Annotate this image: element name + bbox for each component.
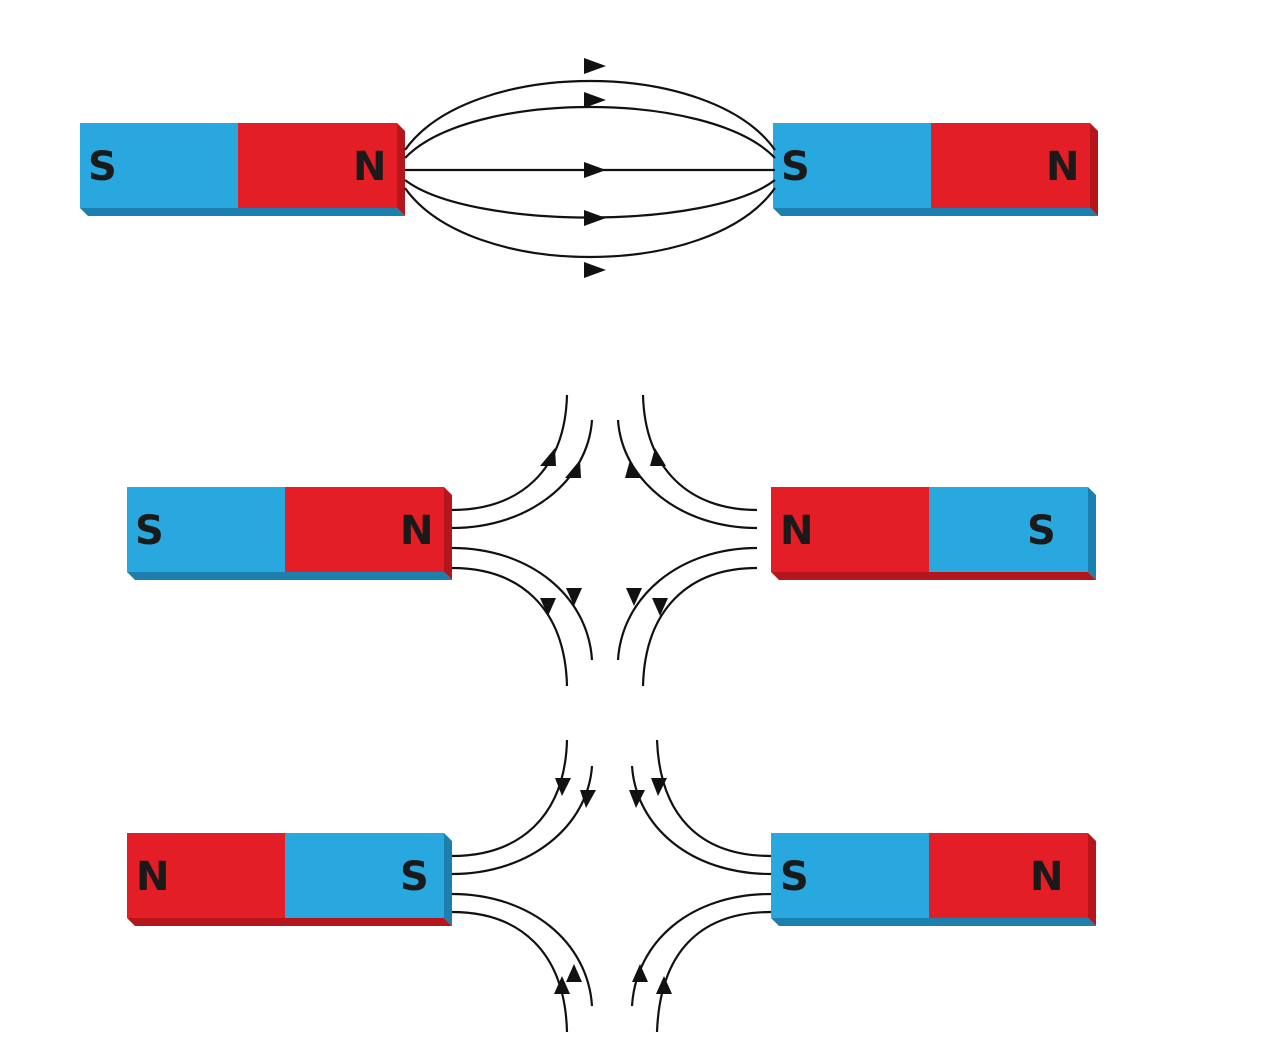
magnet-depth-right (444, 833, 452, 926)
arrow-right-icon (584, 210, 606, 226)
magnet-depth-bottom (771, 918, 1096, 926)
arrow-up-icon (566, 964, 582, 982)
magnet-south-half (127, 487, 285, 572)
field-line (404, 179, 776, 219)
field-line (404, 106, 776, 159)
field-line (451, 892, 594, 1007)
magnet-depth-right (1088, 487, 1096, 580)
field-line (616, 419, 758, 530)
south-pole-label: S (135, 508, 164, 554)
field-lines (451, 394, 758, 687)
bar-magnet-left: S N (127, 487, 452, 580)
field-line (641, 566, 758, 687)
magnet-north-half (771, 487, 929, 572)
bar-magnet-right: S N (771, 833, 1096, 926)
arrow-right-icon (584, 262, 606, 278)
magnet-north-half (127, 833, 285, 918)
magnet-depth-bottom (773, 208, 1098, 216)
bar-magnet-right: S N (773, 123, 1098, 216)
arrow-up-icon (540, 448, 556, 466)
field-line (451, 910, 569, 1033)
arrow-up-icon (656, 976, 672, 994)
magnet-depth-bottom (80, 208, 405, 216)
field-line (655, 739, 772, 858)
field-line (451, 394, 569, 512)
arrow-down-icon (626, 588, 642, 606)
field-line (451, 739, 569, 858)
magnet-depth-bottom (127, 572, 452, 580)
north-pole-label: N (400, 508, 433, 554)
magnet-depth-right (1088, 833, 1096, 926)
magnet-north-half (285, 487, 444, 572)
field-line (641, 394, 758, 512)
field-line (451, 566, 569, 687)
field-line (630, 765, 772, 876)
arrow-right-icon (584, 58, 606, 74)
north-pole-label: N (353, 144, 386, 190)
south-pole-label: S (781, 144, 810, 190)
north-pole-label: N (780, 508, 813, 554)
magnet-south-half (80, 123, 238, 208)
arrow-down-icon (540, 598, 556, 616)
field-line (451, 546, 594, 661)
north-pole-label: N (1030, 854, 1063, 900)
south-pole-label: S (88, 144, 117, 190)
north-pole-label: N (136, 854, 169, 900)
arrow-right-icon (584, 162, 606, 178)
arrow-down-icon (652, 598, 668, 616)
bar-magnet-right: N S (771, 487, 1096, 580)
magnet-south-half (929, 487, 1088, 572)
like-poles-south-row: N S S N (127, 739, 1096, 1033)
magnet-south-half (285, 833, 444, 918)
arrow-up-icon (554, 976, 570, 994)
arrow-down-icon (580, 790, 596, 808)
field-line (451, 765, 594, 876)
arrow-down-icon (555, 778, 571, 796)
magnet-north-half (929, 833, 1088, 918)
north-pole-label: N (1046, 144, 1079, 190)
field-lines (404, 58, 776, 278)
like-poles-north-row: S N N S (127, 394, 1096, 687)
arrow-down-icon (629, 790, 645, 808)
field-line (616, 546, 758, 661)
bar-magnet-left: S N (80, 123, 405, 216)
magnet-depth-right (1090, 123, 1098, 216)
magnet-south-half (773, 123, 931, 208)
arrow-up-icon (565, 460, 581, 478)
field-line (655, 910, 772, 1033)
south-pole-label: S (780, 854, 809, 900)
south-pole-label: S (400, 854, 429, 900)
arrow-up-icon (650, 448, 666, 466)
arrow-down-icon (566, 588, 582, 606)
field-line (404, 187, 776, 259)
magnet-north-half (931, 123, 1090, 208)
field-lines (451, 739, 772, 1033)
magnet-depth-right (444, 487, 452, 580)
field-line (451, 419, 594, 530)
unlike-poles-row: S N S N (80, 58, 1098, 278)
arrow-up-icon (632, 964, 648, 982)
magnet-depth-bottom (127, 918, 452, 926)
field-line (404, 79, 776, 151)
arrow-down-icon (651, 778, 667, 796)
magnet-south-half (771, 833, 929, 918)
magnet-depth-right (397, 123, 405, 216)
bar-magnet-left: N S (127, 833, 452, 926)
magnet-north-half (238, 123, 397, 208)
south-pole-label: S (1027, 508, 1056, 554)
arrow-right-icon (584, 92, 606, 108)
magnet-depth-bottom (771, 572, 1096, 580)
arrow-up-icon (625, 460, 641, 478)
field-line (630, 892, 772, 1007)
